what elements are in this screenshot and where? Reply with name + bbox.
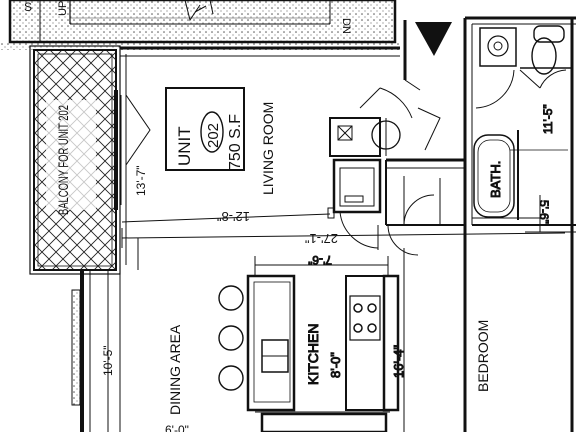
kitchen-size-dim: 8'-0" (328, 352, 343, 378)
dining-depth-dimension: 10'-5" (101, 270, 121, 432)
bedroom-label: BEDROOM (475, 320, 491, 392)
bath-depth-dim: 11'-5" (541, 104, 555, 134)
entry-closets (329, 87, 466, 256)
kitchen-depth-dim: 16'-4" (391, 344, 406, 378)
kitchen-width-dim: 7'-6" (308, 253, 332, 267)
overall-width-dimension: 27'-1" (121, 228, 566, 270)
stair-up-label: UP (57, 1, 69, 16)
dining-window (71, 289, 81, 406)
stair-dn-label: DN (340, 18, 352, 34)
bath-width-dim: 5'-6" (537, 200, 551, 224)
bedroom-marks (420, 178, 465, 226)
dining-depth-dim: 10'-5" (101, 345, 115, 376)
stair-area: UP DN S (0, 0, 400, 50)
stair-corner-mark: S (24, 0, 32, 14)
balcony-label: BALCONY FOR UNIT 202 (55, 105, 71, 215)
overall-width-dim: 27'-1" (304, 231, 338, 246)
living-width-dimension: 12'-8" (121, 207, 335, 224)
exterior-walls (80, 16, 576, 432)
balcony: BALCONY FOR UNIT 202 13'-7" (29, 45, 151, 275)
kitchen-label: KITCHEN (305, 324, 321, 385)
balcony-depth-dim: 13'-7" (134, 165, 148, 196)
unit-area: 750 S.F (227, 114, 244, 170)
kitchen: 7'-6" KITCHEN 8'-0" 16'-4" (218, 248, 407, 432)
bathroom: BATH. 11'-5" 5'-6" (472, 25, 576, 233)
bath-label: BATH. (488, 161, 503, 198)
unit-tag: UNIT 202 750 S.F (165, 87, 245, 171)
unit-number: 202 (205, 123, 222, 148)
living-room-label: LIVING ROOM (260, 102, 276, 195)
entry-arrow-icon (415, 22, 452, 56)
bottom-partial-dim: 6'-0" (165, 423, 189, 432)
unit-label: UNIT (175, 126, 194, 166)
dining-area-label: DINING AREA (167, 324, 183, 415)
living-width-dim: 12'-8" (216, 209, 250, 224)
